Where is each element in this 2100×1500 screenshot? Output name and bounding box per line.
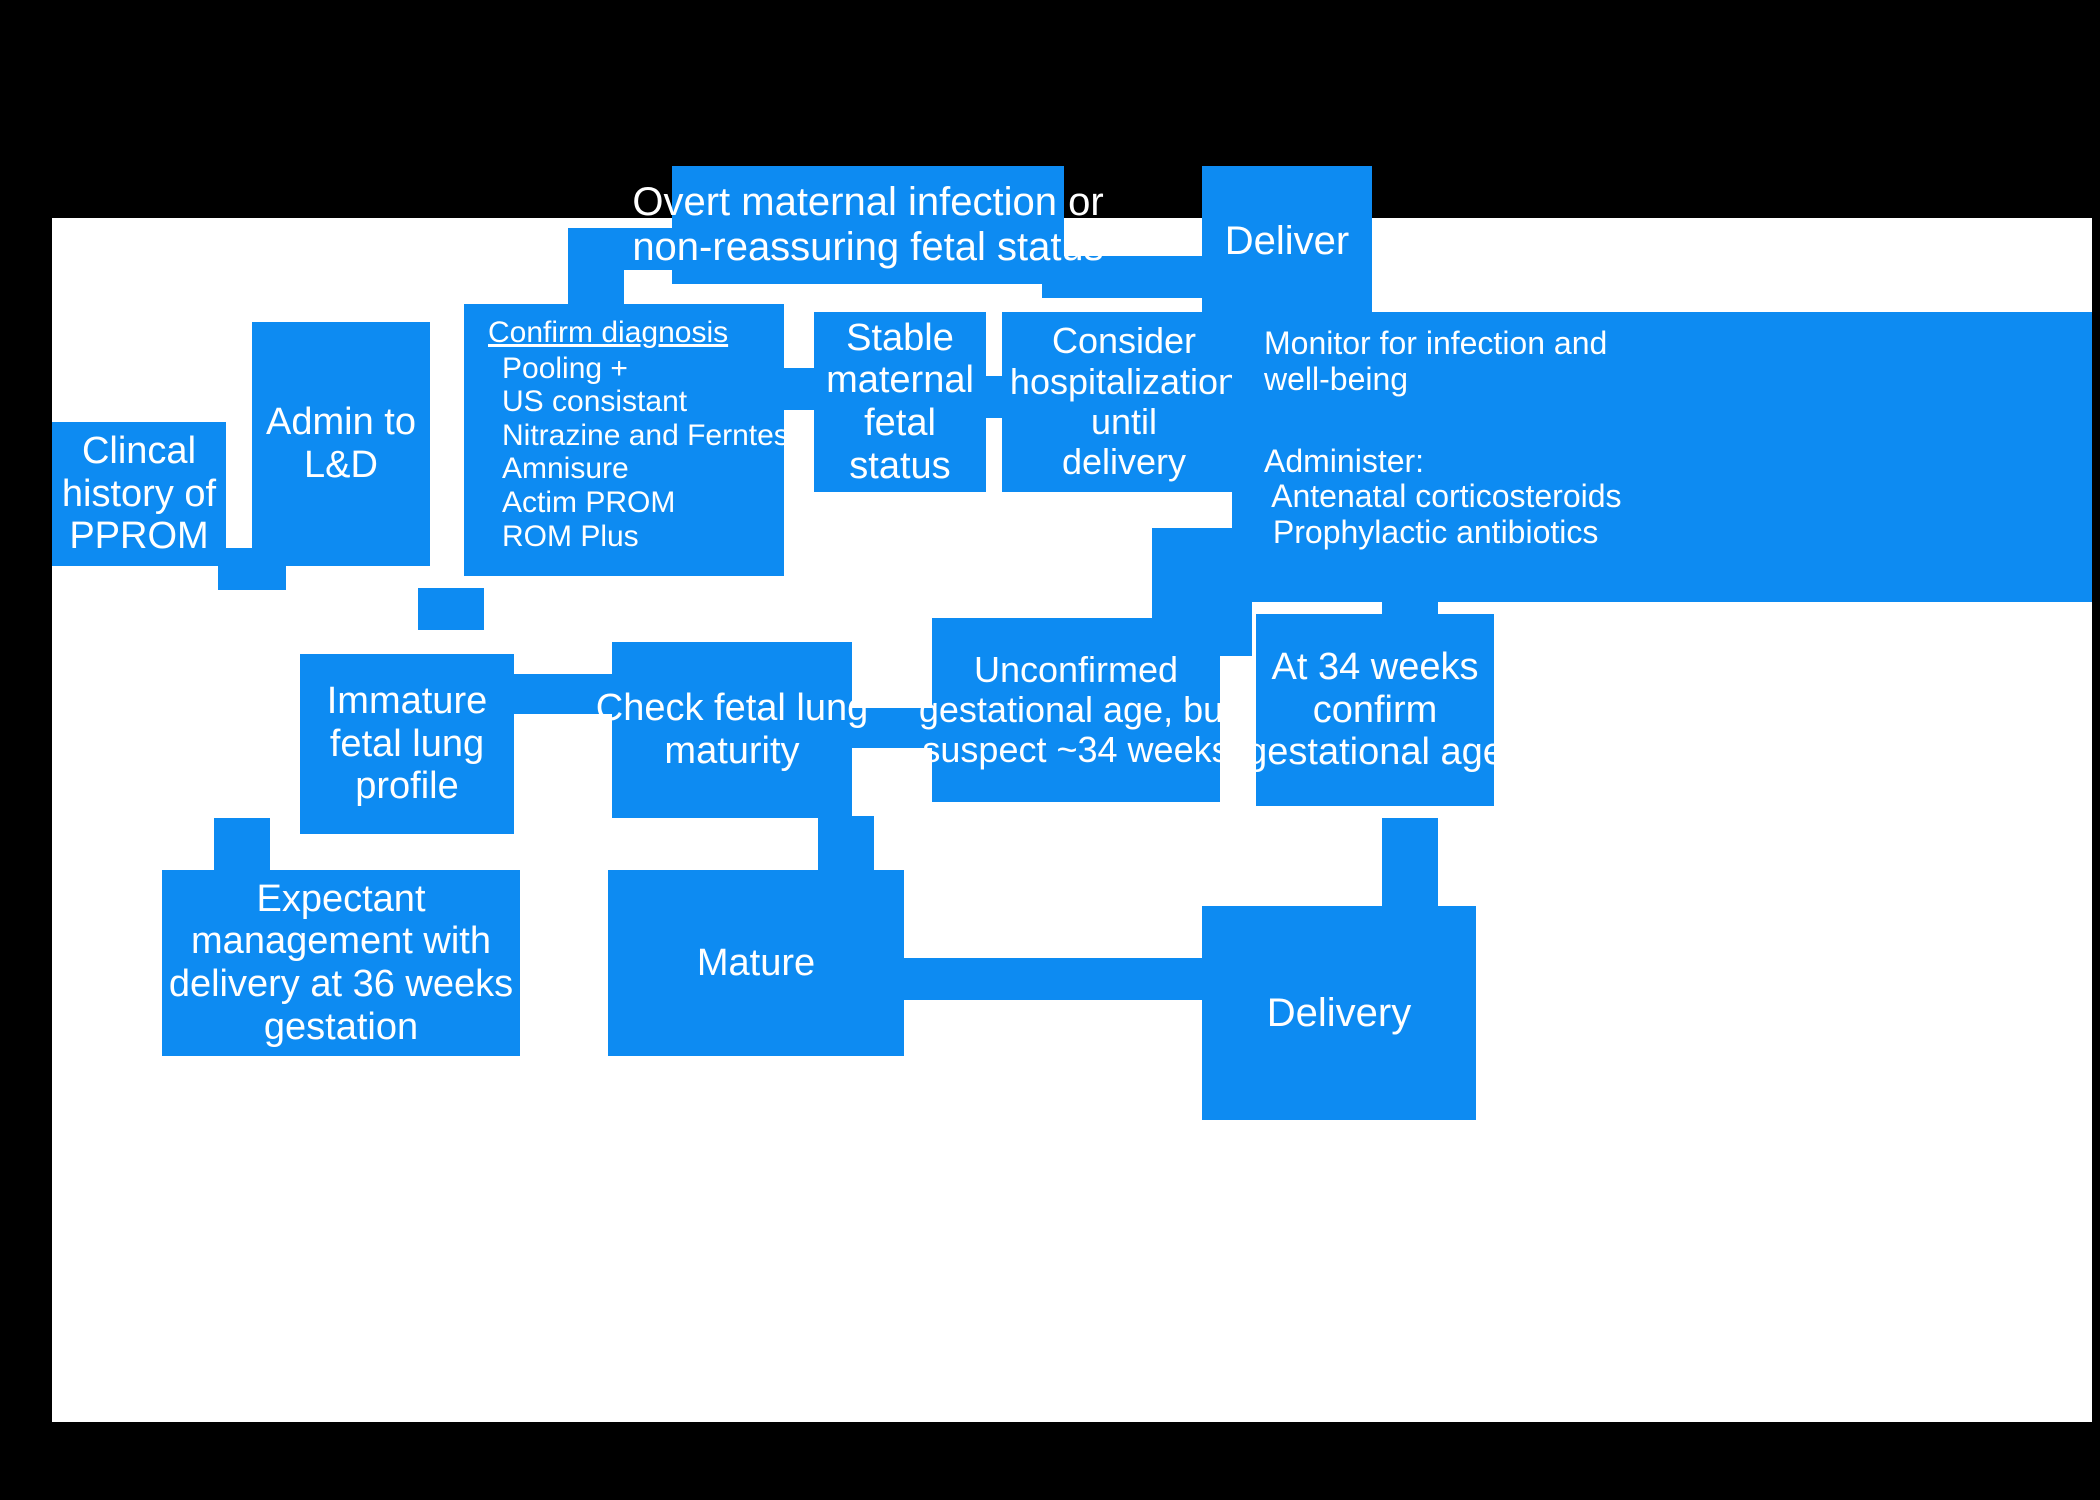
connector-34wk-down-delivery [1382,818,1438,908]
confirm-item: Amnisure [502,452,629,486]
node-stable-status[interactable]: Stable maternal fetal status [814,312,986,492]
node-confirm-diagnosis[interactable]: Confirm diagnosis Pooling + US consistan… [464,304,812,576]
node-line: Deliver [1224,218,1350,263]
node-line: delivery [1061,441,1187,483]
node-line: Delivery [1266,990,1412,1035]
confirm-item: Nitrazine and Ferntests [502,418,813,452]
node-line: profile [355,765,459,808]
node-line: Mature [696,941,816,984]
connector-confirm-to-overt [568,228,688,270]
node-line: gestational age [1246,731,1504,774]
node-line: delivery at 36 weeks [168,963,514,1005]
node-monitor-administer[interactable]: Monitor for infection and well-being Adm… [1232,312,2092,602]
node-line: well-being [1264,360,1409,397]
node-unconfirmed-age[interactable]: Unconfirmed gestational age, but suspect… [919,618,1233,802]
connector-check-to-immature [504,674,624,714]
node-line: suspect ~34 weeks [922,729,1230,771]
node-line: hospitalization [1009,360,1239,402]
node-line: history of [61,472,217,515]
confirm-item: Pooling + [502,351,628,385]
node-line: until [1090,401,1158,442]
node-clinical-history[interactable]: Clincal history of PPROM [52,422,226,566]
connector-check-down-mature [818,816,874,878]
node-line: non-reassuring fetal status [632,225,1104,269]
node-line: Clincal [81,430,197,473]
node-line: Expectant [256,877,426,920]
node-admin-to-ld[interactable]: Admin to L&D [252,322,430,566]
node-line: Immature [326,680,488,723]
node-line: Admin to [266,401,416,444]
connector-overt-to-deliver [1042,256,1212,298]
node-check-lung-maturity[interactable]: Check fetal lung maturity [596,642,868,818]
confirm-item: ROM Plus [502,519,639,553]
node-line: Monitor for infection and [1264,325,1608,361]
node-delivery[interactable]: Delivery [1202,906,1476,1120]
node-line: At 34 weeks [1271,646,1479,689]
node-line: maturity [664,730,800,772]
node-immature-profile[interactable]: Immature fetal lung profile [300,654,514,834]
node-line: Antenatal corticosteroids [1264,478,1622,515]
confirm-diagnosis-heading: Confirm diagnosis [488,316,729,349]
node-line: PPROM [69,515,209,558]
node-line: Prophylactic antibiotics [1264,514,1599,551]
node-line: status [849,444,951,487]
node-line: management with [191,920,491,963]
node-mature[interactable]: Mature [608,870,904,1056]
node-line: Administer: [1264,442,1425,479]
node-line: Consider [1051,320,1197,362]
node-at-34-weeks[interactable]: At 34 weeks confirm gestational age [1246,614,1504,806]
node-deliver[interactable]: Deliver [1202,166,1372,316]
connector-mature-to-delivery [852,958,1252,1000]
node-line: Stable [846,316,954,359]
node-line: confirm [1312,688,1438,731]
node-line: fetal [864,402,936,444]
node-line: L&D [304,444,378,486]
connector-admin-to-confirm [418,588,484,630]
node-line: Check fetal lung [595,687,869,730]
node-line: gestational age, but [918,688,1234,730]
node-line: fetal lung [329,722,485,765]
node-line: Overt maternal infection or [632,180,1104,225]
node-expectant-management[interactable]: Expectant management with delivery at 36… [162,870,520,1056]
flowchart-canvas: Clincal history of PPROM Admin to L&D Co… [52,166,2092,1422]
node-line: gestation [263,1005,419,1048]
confirm-item: US consistant [502,385,688,419]
node-consider-hospitalization[interactable]: Consider hospitalization until delivery [1002,312,1246,492]
connector-immature-down [214,818,270,880]
node-line: Unconfirmed [973,648,1179,690]
node-overt-infection[interactable]: Overt maternal infection or non-reassuri… [632,166,1104,284]
confirm-item: Actim PROM [502,485,676,519]
node-line: maternal [826,359,974,402]
